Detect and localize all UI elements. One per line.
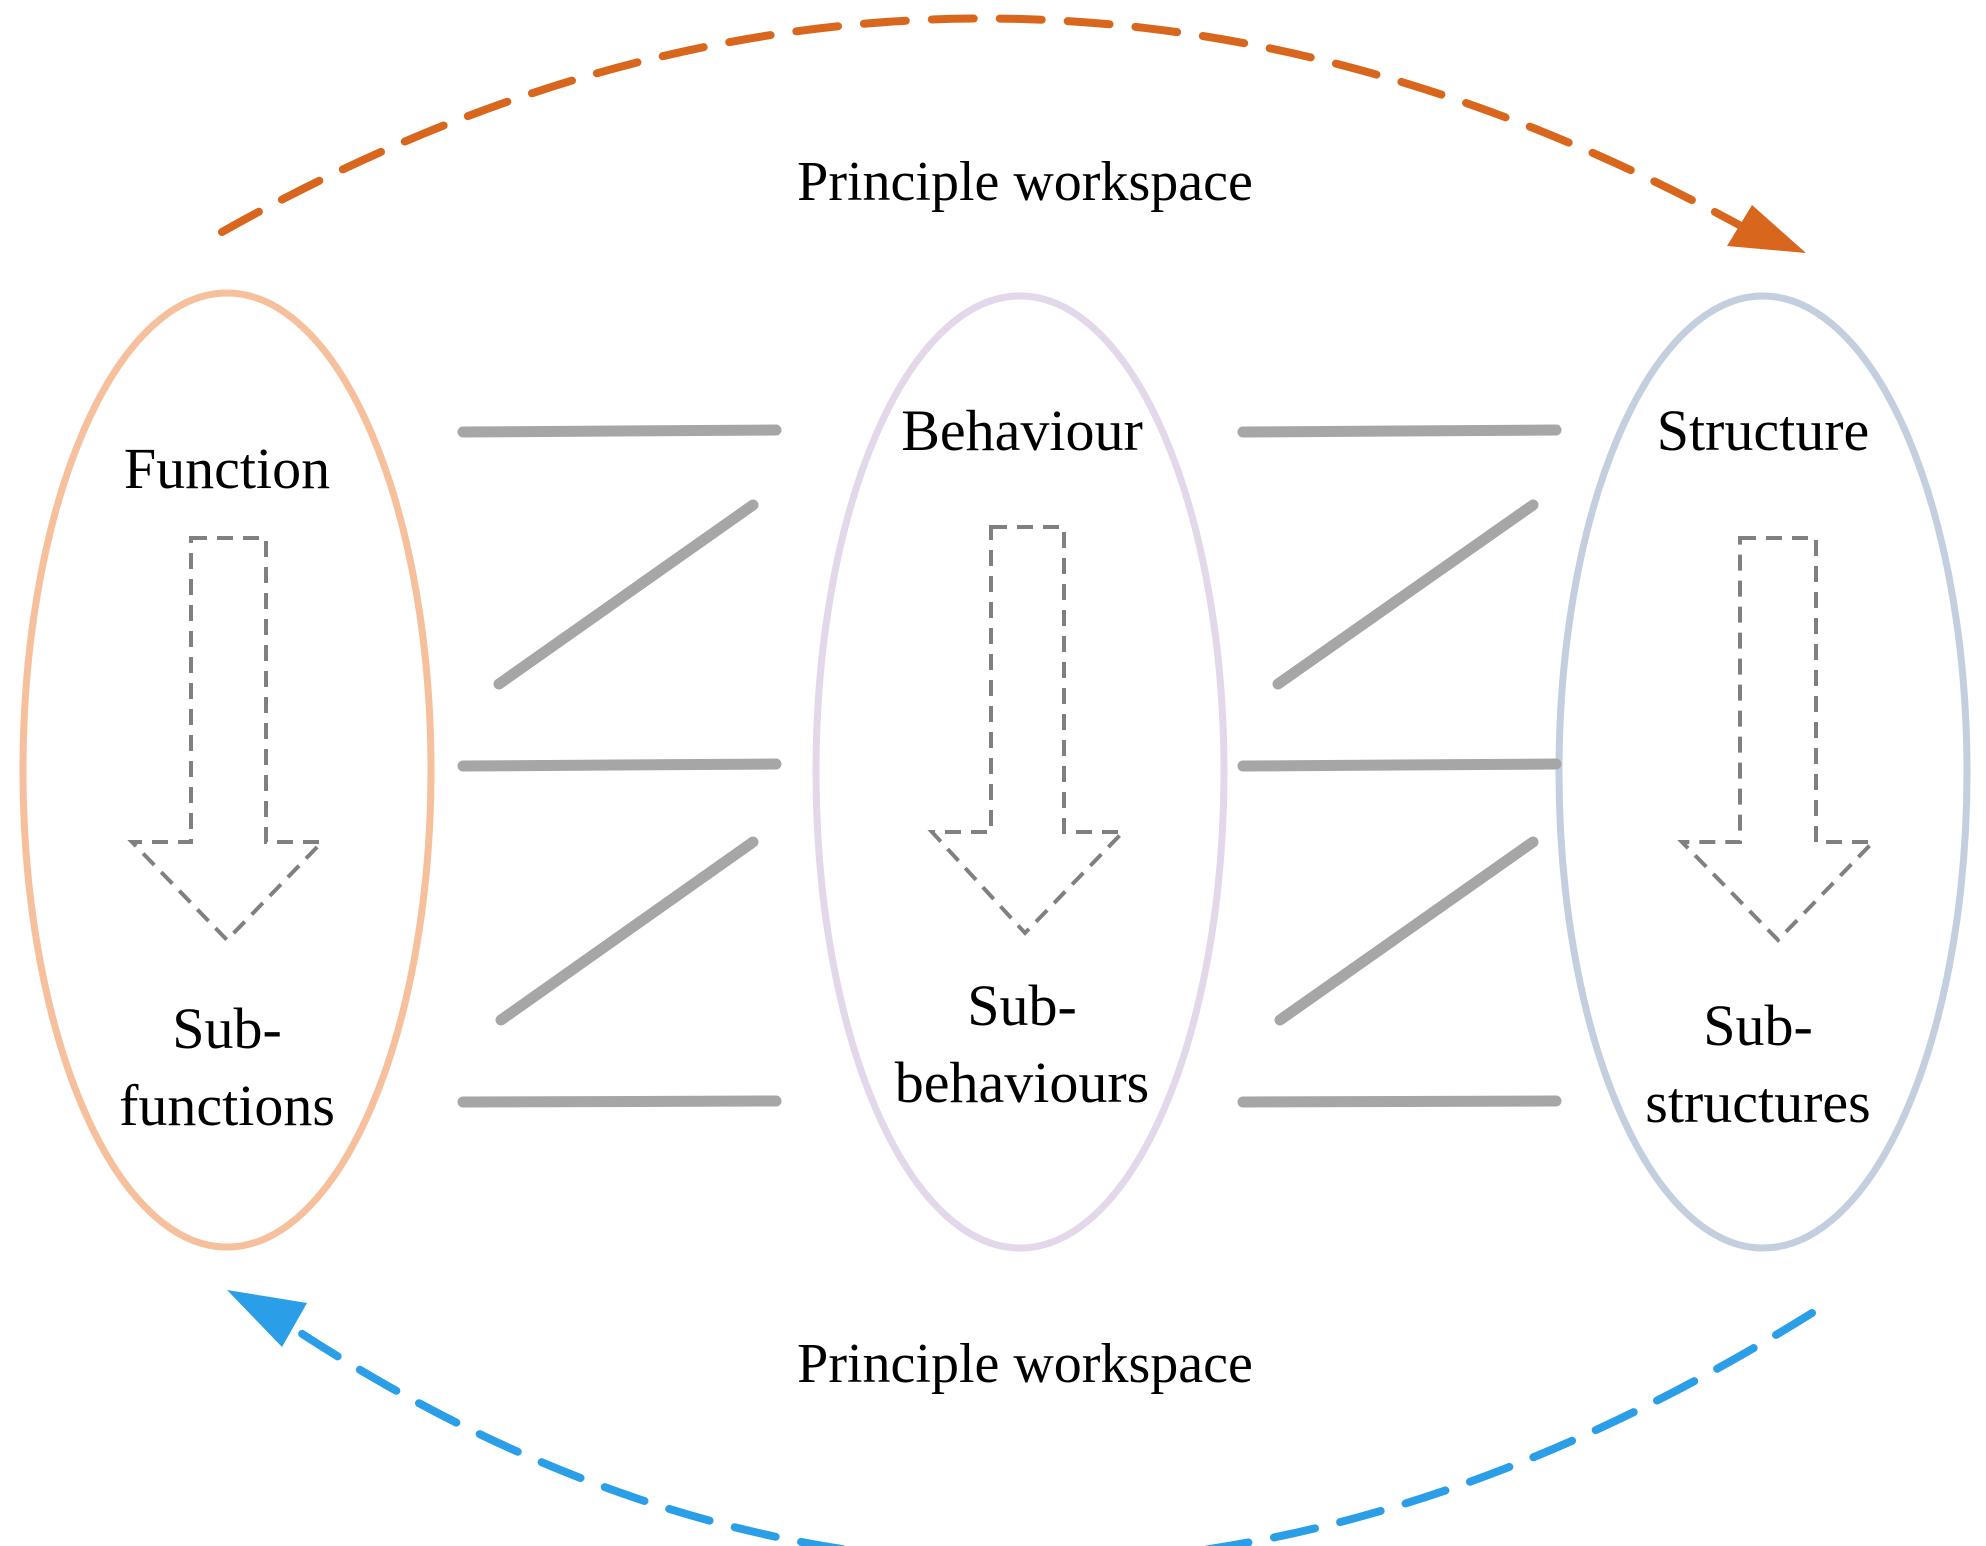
bottom-workspace-arrowhead <box>227 1290 307 1347</box>
flow-arrow-function-behaviour-bottom <box>457 1095 782 1108</box>
flow-arrow-function-behaviour-top <box>457 424 782 438</box>
behaviour-decomposition-arrow <box>927 525 1128 936</box>
flow-arrow-behaviour-structure-top <box>1237 424 1562 438</box>
top-workspace-label: Principle workspace <box>797 151 1253 213</box>
feedback-arrow-behaviour-function-upper <box>493 499 759 690</box>
structure-title: Structure <box>1657 398 1870 463</box>
function-title: Function <box>124 436 330 501</box>
feedback-arrow-structure-behaviour-lower <box>1274 836 1539 1026</box>
behaviour-sub-line2: behaviours <box>895 1050 1150 1115</box>
behaviour-sub-line1: Sub- <box>967 973 1077 1038</box>
flow-arrow-behaviour-structure-middle <box>1237 758 1562 772</box>
behaviour-title: Behaviour <box>901 398 1143 463</box>
function-sub-line2: functions <box>119 1073 335 1138</box>
flow-arrow-function-behaviour-middle <box>457 758 782 772</box>
function-decomposition-arrow <box>127 536 327 943</box>
flow-arrow-behaviour-structure-bottom <box>1237 1095 1562 1108</box>
top-workspace-arrowhead <box>1727 205 1806 253</box>
bottom-workspace-arrow <box>277 1309 1816 1546</box>
structure-ellipse <box>1555 292 1971 1252</box>
behaviour-ellipse <box>812 292 1228 1252</box>
feedback-arrow-structure-behaviour-upper <box>1272 499 1539 690</box>
function-sub-line1: Sub- <box>172 996 282 1061</box>
bottom-workspace-label: Principle workspace <box>797 1333 1253 1395</box>
structure-sub-line2: structures <box>1645 1070 1871 1135</box>
structure-sub-line1: Sub- <box>1703 993 1813 1058</box>
feedback-arrow-behaviour-function-lower <box>495 836 759 1026</box>
function-ellipse <box>19 289 435 1251</box>
structure-decomposition-arrow <box>1677 536 1878 943</box>
